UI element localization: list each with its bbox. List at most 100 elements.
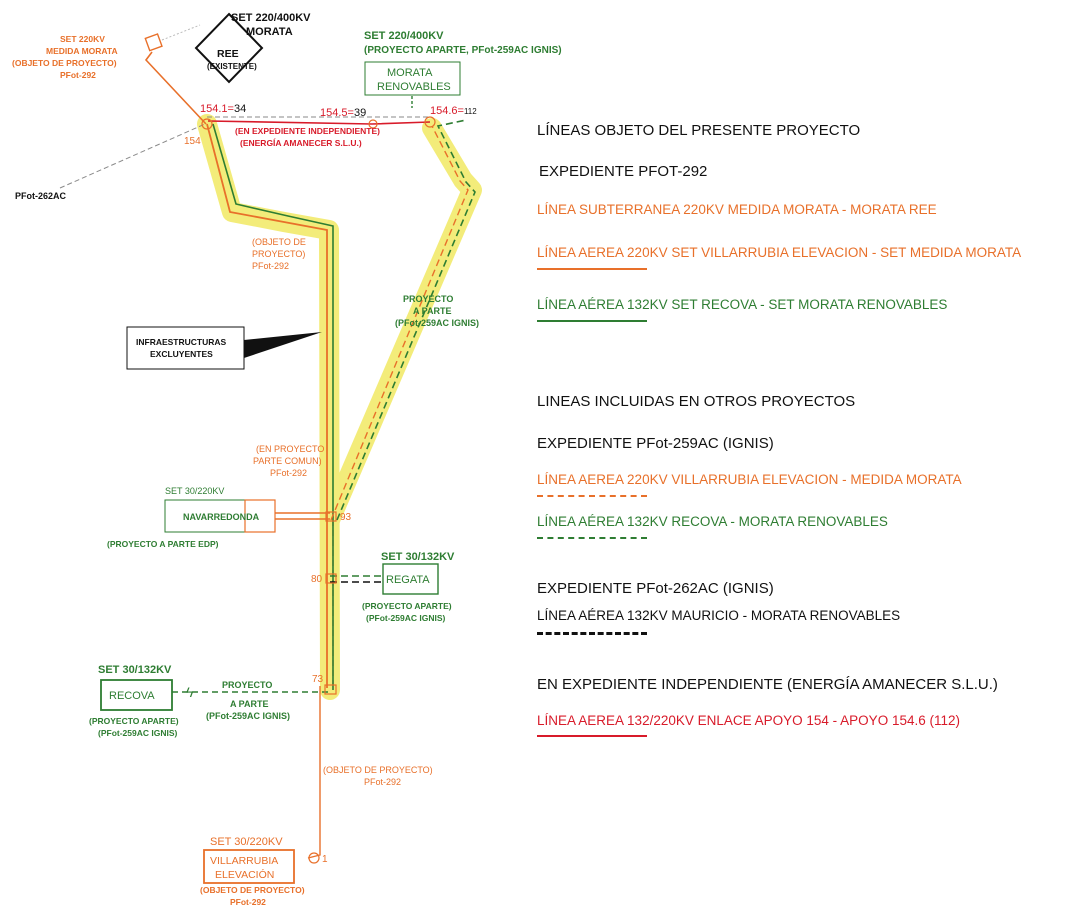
legend-panel: LÍNEAS OBJETO DEL PRESENTE PROYECTO EXPE… — [537, 0, 1073, 909]
single-line-diagram: ϟ SET 220/400KV MORATA REE (EXISTENTE) S… — [12, 12, 562, 907]
objeto-lower-2: PFot-292 — [364, 777, 401, 787]
regata-box-label: REGATA — [386, 574, 430, 586]
orange-underground-line — [144, 51, 207, 125]
tower-154-1-label: 154.1=34 — [200, 103, 246, 115]
tower-154-6-label: 154.6=112 — [430, 105, 477, 117]
regata-title: SET 30/132KV — [381, 551, 455, 563]
aparte-upper-2: A PARTE — [413, 306, 452, 316]
orange-dashed-branch — [330, 125, 469, 521]
legend-sample-orange-solid — [537, 268, 647, 270]
legend-item-262-132: LÍNEA AÉREA 132KV MAURICIO - MORATA RENO… — [537, 608, 901, 623]
navarredonda-title: SET 30/220KV — [165, 486, 224, 496]
infra-line1: INFRAESTRUCTURAS — [136, 337, 227, 347]
ree-title-1: SET 220/400KV — [231, 12, 311, 24]
legend-item-259-132: LÍNEA AÉREA 132KV RECOVA - MORATA RENOVA… — [537, 514, 888, 529]
tower-1-icon — [308, 852, 320, 864]
tower-154-label: 154 — [184, 136, 201, 147]
legend-item-aerea-220: LÍNEA AEREA 220KV SET VILLARRUBIA ELEVAC… — [537, 245, 1022, 260]
red-independent-line — [207, 120, 431, 125]
objeto-upper-3: PFot-292 — [252, 261, 289, 271]
pfot262-label: PFot-262AC — [15, 191, 67, 201]
independent-line2: (ENERGÍA AMANECER S.L.U.) — [240, 138, 362, 148]
infra-arrow — [244, 332, 322, 358]
legend-exp-indep: EN EXPEDIENTE INDEPENDIENTE (ENERGÍA AMA… — [537, 676, 998, 693]
ree-box-2: (EXISTENTE) — [207, 62, 257, 71]
legend-sample-orange-dashed — [537, 495, 647, 497]
recova-note2: (PFot-259AC IGNIS) — [98, 728, 178, 738]
tower-73-label: 73 — [312, 674, 324, 685]
tower-80-label: 80 — [311, 574, 323, 585]
morata-box1: MORATA — [387, 67, 433, 79]
navarredonda-note: (PROYECTO A PARTE EDP) — [107, 539, 219, 549]
legend-sample-red-solid — [537, 735, 647, 737]
legend-item-subterranea: LÍNEA SUBTERRANEA 220KV MEDIDA MORATA - … — [537, 202, 937, 217]
morata-renovables-box — [364, 61, 461, 96]
green-132kv-line — [212, 123, 334, 690]
pfot262-dashed-line — [59, 123, 206, 189]
infra-line2: EXCLUYENTES — [150, 349, 213, 359]
legend-sample-black-dashed — [537, 632, 647, 635]
tower-154-6-icon — [424, 116, 436, 128]
legend-item-indep: LÍNEA AEREA 132/220KV ENLACE APOYO 154 -… — [537, 713, 960, 728]
villarrubia-note2: PFot-292 — [230, 897, 266, 907]
morata-box2: RENOVABLES — [377, 81, 451, 93]
villarrubia-note1: (OBJETO DE PROYECTO) — [200, 885, 305, 895]
green-dashed-branch — [336, 119, 476, 521]
villarrubia-box1: VILLARRUBIA — [210, 855, 278, 867]
legend-exp-259: EXPEDIENTE PFot-259AC (IGNIS) — [537, 435, 774, 452]
set-medida-line2: MEDIDA MORATA — [46, 46, 118, 56]
infra-box — [126, 326, 245, 370]
legend-item-259-220: LÍNEA AEREA 220KV VILLARRUBIA ELEVACION … — [537, 472, 962, 487]
legend-exp-292: EXPEDIENTE PFOT-292 — [539, 163, 708, 180]
regata-box — [382, 563, 439, 595]
parte-comun-2: PARTE COMUN) — [253, 456, 322, 466]
recova-lightning-icon: ϟ — [186, 684, 194, 700]
highlight-green-corridor — [320, 118, 482, 530]
legend-sample-green-solid — [537, 320, 647, 322]
legend-exp-262: EXPEDIENTE PFot-262AC (IGNIS) — [537, 580, 774, 597]
objeto-lower-1: (OBJETO DE PROYECTO) — [323, 765, 433, 775]
objeto-upper-1: (OBJETO DE — [252, 237, 306, 247]
aparte-lower-3: (PFot-259AC IGNIS) — [206, 711, 290, 721]
set-medida-line1: SET 220KV — [60, 34, 105, 44]
morata-title1: SET 220/400KV — [364, 30, 444, 42]
aparte-lower-2: A PARTE — [230, 699, 269, 709]
tower-93-icon — [325, 511, 337, 522]
tower-154-5-icon — [368, 119, 378, 129]
villarrubia-box2: ELEVACIÓN — [215, 868, 274, 881]
parte-comun-3: PFot-292 — [270, 468, 307, 478]
recova-box-label: RECOVA — [109, 690, 155, 702]
villarrubia-title: SET 30/220KV — [210, 836, 283, 848]
aparte-upper-3: (PFot-259AC IGNIS) — [395, 318, 479, 328]
tower-93-label: 93 — [340, 512, 352, 523]
navarredonda-box-label: NAVARREDONDA — [183, 512, 260, 522]
legend-item-aerea-132: LÍNEA AÉREA 132KV SET RECOVA - SET MORAT… — [537, 297, 948, 312]
ree-box-1: REE — [217, 48, 239, 60]
legend-sample-green-dashed — [537, 537, 647, 539]
recova-box — [100, 679, 173, 711]
tower-73-icon — [324, 684, 337, 695]
tower-1-label: 1 — [322, 854, 328, 865]
legend-heading-otros: LINEAS INCLUIDAS EN OTROS PROYECTOS — [537, 393, 856, 410]
villarrubia-box — [203, 849, 295, 884]
aparte-upper-1: PROYECTO — [403, 294, 453, 304]
navarredonda-orange-box — [244, 499, 276, 533]
orange-220kv-lower — [307, 686, 321, 859]
regata-note1: (PROYECTO APARTE) — [362, 601, 452, 611]
tower-154-icon — [201, 118, 213, 130]
grey-dotted-ree — [161, 24, 201, 41]
recova-title: SET 30/132KV — [98, 664, 172, 676]
aparte-lower-1: PROYECTO — [222, 680, 272, 690]
recova-note1: (PROYECTO APARTE) — [89, 716, 179, 726]
ree-title-2: MORATA — [246, 26, 293, 38]
legend-heading-objeto: LÍNEAS OBJETO DEL PRESENTE PROYECTO — [537, 122, 861, 139]
highlight-orange-corridor — [197, 114, 340, 700]
parte-comun-1: (EN PROYECTO — [256, 444, 324, 454]
tower-80-icon — [325, 573, 337, 584]
morata-title2: (PROYECTO APARTE, PFot-259AC IGNIS) — [364, 45, 562, 56]
set-medida-line3: (OBJETO DE PROYECTO) — [12, 58, 117, 68]
regata-note2: (PFot-259AC IGNIS) — [366, 613, 446, 623]
tower-154-5-label: 154.5=39 — [320, 107, 366, 119]
set-medida-line4: PFot-292 — [60, 70, 96, 80]
orange-220kv-line — [206, 123, 328, 688]
